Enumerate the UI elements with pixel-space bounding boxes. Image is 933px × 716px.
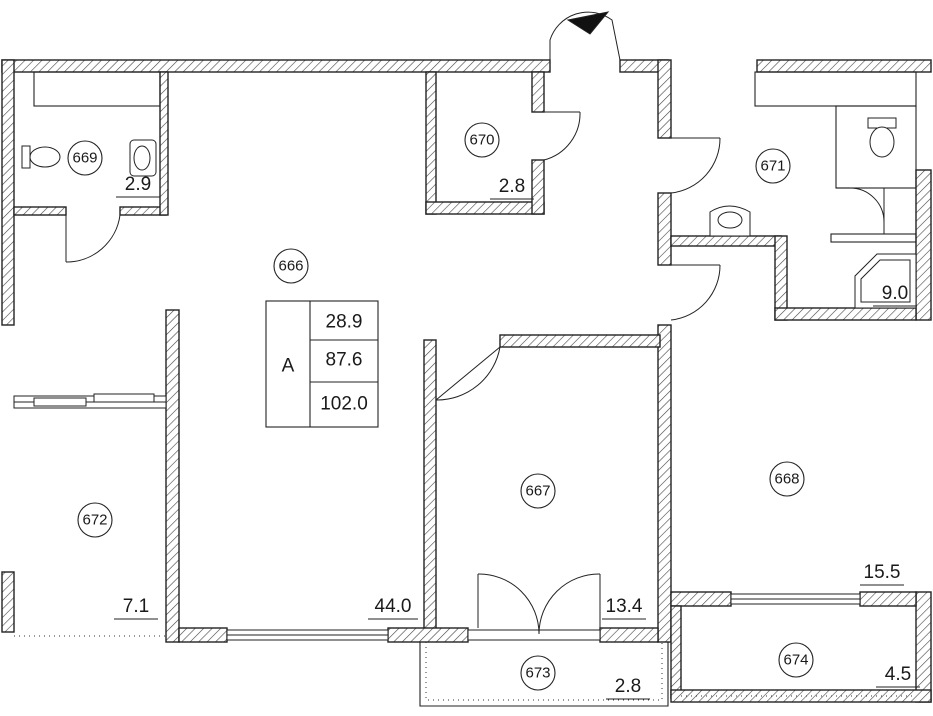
room-number-673: 673 [525, 665, 550, 682]
toilet-icon [867, 117, 897, 158]
sink-icon [709, 205, 751, 237]
room-area-670: 2.8 [499, 176, 525, 197]
shower-icon [854, 253, 917, 309]
windows [13, 393, 861, 641]
sink-icon [129, 139, 157, 177]
living-area: 28.9 [326, 312, 363, 333]
room-number-670: 670 [469, 132, 494, 149]
room-number-674: 674 [783, 652, 808, 669]
room-marker-667 [520, 473, 556, 509]
room-marker-669 [67, 140, 103, 176]
room-number-669: 669 [72, 150, 97, 167]
room-number-667: 667 [525, 483, 550, 500]
walls [1, 59, 932, 703]
room-number-666: 666 [278, 258, 303, 275]
room-marker-668 [769, 461, 805, 497]
room-area-674: 4.5 [885, 664, 911, 685]
room-marker-666 [273, 248, 309, 284]
room-marker-673 [520, 655, 556, 691]
room-area-671: 9.0 [882, 283, 908, 304]
apartment-letter: A [282, 356, 295, 377]
hall-area: 44.0 [375, 596, 412, 617]
room-number-668: 668 [774, 471, 799, 488]
fixtures [21, 117, 917, 309]
room-labels: 666 667 13.4 668 15.5 669 2.9 670 2.8 671 9.0 672 7.… [67, 122, 920, 700]
room-area-672: 7.1 [123, 596, 149, 617]
toilet-icon [21, 145, 61, 169]
room-marker-671 [755, 148, 791, 184]
room-number-672: 672 [82, 512, 107, 529]
room-marker-670 [464, 122, 500, 158]
interior-lines [14, 71, 917, 707]
room-area-667: 13.4 [606, 596, 643, 617]
doors [65, 11, 885, 635]
room-area-668: 15.5 [864, 562, 901, 583]
room-area-673: 2.8 [615, 676, 641, 697]
room-marker-674 [778, 642, 814, 678]
apartment-summary: A 28.9 87.6 102.0 [265, 300, 379, 428]
room-area-669: 2.9 [125, 174, 151, 195]
total-with-balcony: 102.0 [320, 394, 368, 415]
room-number-671: 671 [760, 158, 785, 175]
total-area: 87.6 [326, 350, 363, 371]
room-marker-672 [77, 502, 113, 538]
